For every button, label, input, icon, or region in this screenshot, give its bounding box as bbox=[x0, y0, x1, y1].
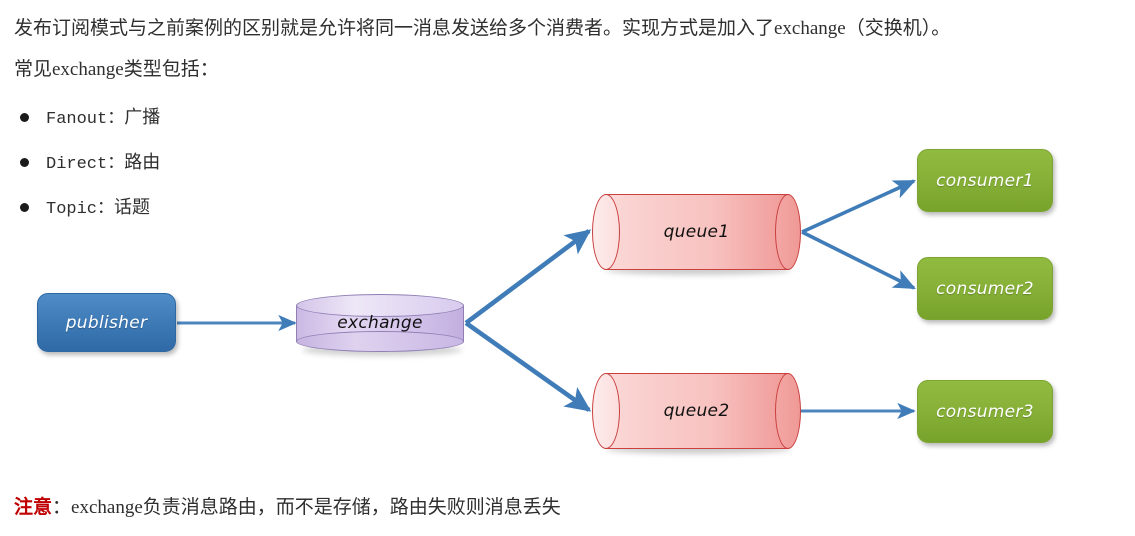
node-queue2-shadow bbox=[606, 444, 791, 454]
node-publisher-label: publisher bbox=[65, 312, 148, 333]
list-item: Topic：话题 bbox=[14, 186, 1124, 231]
note-warning-label: 注意 bbox=[14, 497, 53, 518]
bullet-dot-icon bbox=[20, 158, 29, 167]
node-queue1-label: queue1 bbox=[663, 222, 730, 242]
node-consumer1[interactable]: consumer1 bbox=[917, 149, 1053, 212]
bullet-dot-icon bbox=[20, 113, 29, 122]
list-item: Fanout：广播 bbox=[14, 96, 1124, 141]
node-exchange-bottom-ellipse bbox=[296, 331, 464, 352]
node-exchange-top-ellipse bbox=[296, 294, 464, 317]
node-exchange[interactable]: exchange bbox=[296, 294, 464, 356]
paragraph-intro: 发布订阅模式与之前案例的区别就是允许将同一消息发送给多个消费者。实现方式是加入了… bbox=[14, 18, 951, 39]
node-queue2-body bbox=[605, 373, 789, 449]
article-text: 发布订阅模式与之前案例的区别就是允许将同一消息发送给多个消费者。实现方式是加入了… bbox=[14, 8, 1124, 231]
node-queue1-shadow bbox=[606, 265, 791, 275]
node-publisher[interactable]: publisher bbox=[37, 293, 176, 352]
bullet-dot-icon bbox=[20, 203, 29, 212]
exchange-type-list: Fanout：广播 Direct：路由 Topic：话题 bbox=[14, 96, 1124, 231]
node-queue2-left-ellipse bbox=[592, 373, 620, 449]
list-item-label-en: Topic： bbox=[46, 200, 115, 219]
node-consumer2[interactable]: consumer2 bbox=[917, 257, 1053, 320]
node-queue2-label: queue2 bbox=[663, 401, 730, 421]
arrow-queue1-to-consumer2 bbox=[801, 230, 916, 290]
node-queue1-right-ellipse bbox=[775, 194, 801, 270]
paragraph-types-heading: 常见exchange类型包括： bbox=[14, 59, 219, 80]
node-queue1[interactable]: queue1 bbox=[592, 194, 801, 275]
note-line: 注意：exchange负责消息路由，而不是存储，路由失败则消息丢失 bbox=[14, 494, 561, 522]
node-queue2[interactable]: queue2 bbox=[592, 373, 801, 454]
node-consumer1-label: consumer1 bbox=[936, 170, 1034, 191]
list-item-label-cn: 广播 bbox=[124, 107, 161, 127]
arrow-exchange-to-queue1 bbox=[464, 229, 592, 325]
node-queue1-body bbox=[605, 194, 789, 270]
node-consumer2-label: consumer2 bbox=[936, 278, 1034, 299]
list-item-label-en: Direct： bbox=[46, 155, 125, 174]
node-consumer3-label: consumer3 bbox=[936, 401, 1034, 422]
node-exchange-label: exchange bbox=[337, 313, 423, 333]
list-item-label-cn: 路由 bbox=[124, 152, 161, 172]
list-item-label-en: Fanout： bbox=[46, 110, 125, 129]
note-text: ：exchange负责消息路由，而不是存储，路由失败则消息丢失 bbox=[52, 497, 561, 518]
list-item: Direct：路由 bbox=[14, 141, 1124, 186]
list-item-label-cn: 话题 bbox=[114, 197, 151, 217]
node-queue1-left-ellipse bbox=[592, 194, 620, 270]
node-queue2-right-ellipse bbox=[775, 373, 801, 449]
arrow-exchange-to-queue2 bbox=[464, 321, 592, 412]
node-consumer3[interactable]: consumer3 bbox=[917, 380, 1053, 443]
